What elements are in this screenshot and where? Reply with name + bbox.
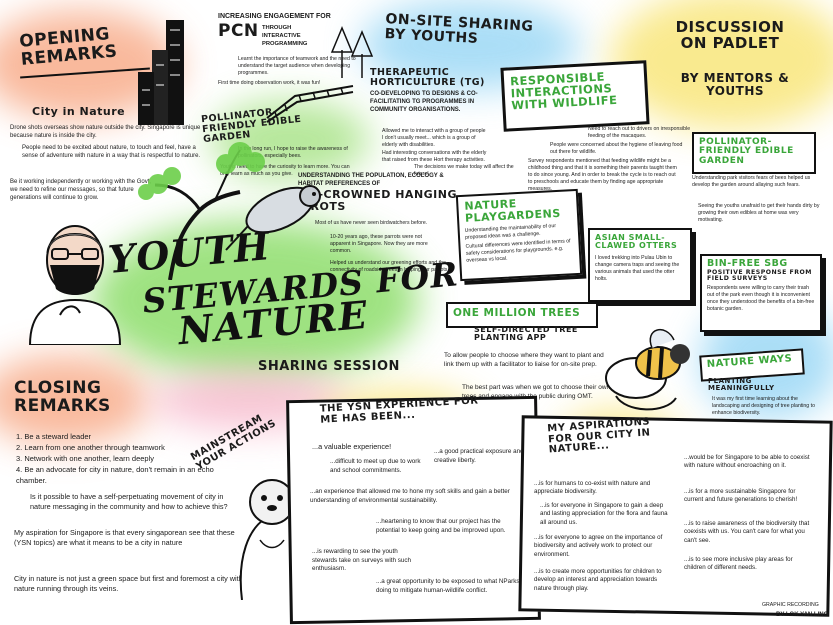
closing-item: 4. Be an advocate for city in nature, do… [16, 464, 214, 485]
responsible-note-3: Survey respondents mentioned that feedin… [528, 158, 677, 193]
parrots-pretitle: Understanding the population, ecology & … [298, 173, 444, 188]
nature-ways-sub: Planting meaningfully [708, 377, 775, 393]
parrots-note-1: Most of us have never seen birdwatchers … [315, 220, 428, 226]
closing-quote-3: City in nature is not just a green space… [14, 574, 243, 593]
otters-title: Asian small-clawed otters [595, 233, 678, 251]
closing-quote-2: My aspiration for Singapore is that ever… [14, 528, 235, 547]
pcn-note-1: Learnt the importance of teamwork and th… [238, 56, 356, 77]
trees-subtitle: Self-directed tree planting app [474, 325, 578, 343]
closing-item: 1. Be a steward leader [16, 432, 92, 441]
aspiration-right-item: ...would be for Singapore to be able to … [684, 454, 810, 470]
city-skyline-illustration [138, 20, 184, 125]
speaker-portrait-illustration [28, 225, 122, 345]
pollinator-right-title: Pollinator-friendly edible garden [699, 137, 794, 166]
responsible-note-2: People were concerned about the hygiene … [550, 142, 683, 156]
parrots-note-3: Helped us understand our greening effort… [330, 260, 449, 274]
pcn-big-label: PCN [218, 21, 259, 41]
green-wash-top [210, 100, 370, 180]
aspiration-left-item: ...is for humans to co-exist with nature… [534, 480, 651, 496]
padlet-subtitle: by mentors & youths [680, 71, 790, 98]
padlet-title: Discussion on Padlet [675, 18, 785, 52]
experience-item: ...is rewarding to see the youth steward… [312, 548, 412, 572]
pollinator-right-note-1: Understanding park visitors fears of bee… [692, 175, 811, 189]
experience-item: ...a good practical exposure and creativ… [434, 448, 524, 464]
aspiration-right-item: ...is to raise awareness of the biodiver… [684, 520, 810, 544]
pcn-note-2: First time doing observation work, it wa… [218, 80, 321, 86]
binfree-title: Bin-free SBG [707, 258, 788, 269]
trees-title: One Million Trees [453, 307, 581, 319]
credit-line-1: Graphic recording [762, 602, 819, 608]
parrots-note-2: 10-20 years ago, these parrots were not … [330, 234, 428, 255]
parrots-title: Blue-crowned hanging parrots [285, 188, 458, 213]
closing-item: 3. Network with one another, learn deepl… [16, 453, 154, 463]
aspiration-left-item: ...is for everyone to agree on the impor… [534, 534, 663, 558]
tree-silhouettes-illustration [330, 26, 374, 78]
responsible-note-1: Need to reach out to drivers on irrespon… [588, 126, 691, 140]
aspiration-right-item: ...is to see more inclusive play areas f… [684, 556, 793, 572]
bridge-walkway-illustration [266, 85, 354, 123]
pollinator-left-note-2: Youths need to have the curiosity to lea… [220, 164, 350, 178]
credit-line-2: by Lok Yan Ling [776, 612, 829, 618]
green-wash-center [90, 220, 420, 380]
nature-ways-title: Nature Ways [706, 353, 793, 371]
closing-remarks-list: 1. Be a steward leader 2. Learn from one… [16, 432, 226, 486]
horticulture-note-2: Had interesting conversations with the e… [382, 150, 487, 164]
experience-item: ...a great opportunity to be exposed to … [376, 578, 526, 594]
bee-on-flower-illustration [605, 329, 690, 411]
closing-quote-1: Is it possible to have a self-perpetuati… [30, 492, 228, 511]
closing-remarks-title: Closing Remarks [14, 378, 111, 416]
opening-note-1: Drone shots overseas show nature outside… [10, 125, 201, 140]
orange-wash-left [0, 355, 150, 445]
city-in-nature-subtitle: City in Nature [32, 105, 126, 118]
pcn-heading: Increasing engagement for [218, 13, 331, 20]
binfree-box: Bin-free SBG Positive response from fiel… [700, 254, 822, 332]
opening-note-3: Be it working independently or working w… [10, 179, 152, 202]
aspiration-left-item: ...is to create more opportunities for c… [534, 568, 662, 592]
experience-item: ...an experience that allowed me to hone… [310, 488, 510, 504]
one-million-trees-box: One Million Trees [446, 302, 598, 328]
opening-note-2: People need to be excited about nature, … [22, 145, 201, 160]
binfree-note: Respondents were willing to carry their … [707, 284, 815, 313]
main-subtitle: Sharing session [258, 359, 400, 374]
experience-item: ...a valuable experience! [312, 442, 392, 451]
aspiration-right-item: ...is for a more sustainable Singapore f… [684, 488, 798, 504]
experience-item: ...heartening to know that our project h… [376, 518, 506, 534]
responsible-wildlife-box: Responsible interactions with wildlife [500, 60, 650, 132]
aspiration-left-item: ...is for everyone in Singapore to gain … [540, 502, 668, 526]
pollinator-right-box: Pollinator-friendly edible garden [692, 132, 816, 174]
horticulture-note-1: Allowed me to interact with a group of p… [382, 128, 486, 149]
horticulture-note-3: The decisions we make today will affect … [414, 164, 514, 178]
closing-item: 2. Learn from one another through teamwo… [16, 442, 165, 452]
pollinator-right-note-2: Seeing the youths unafraid to get their … [698, 203, 820, 224]
horticulture-title: Therapeutic horticulture (TG) [370, 67, 485, 88]
otters-box: Asian small-clawed otters I loved trekki… [588, 228, 692, 302]
otters-note: I loved trekking into Pulau Ubin to chan… [595, 254, 680, 282]
binfree-sub: Positive response from field surveys [707, 268, 812, 283]
pcn-side-label: through interactive programming [262, 25, 308, 47]
pollinator-left-note-1: In the long run, I hope to raise the awa… [238, 146, 348, 160]
experience-item: ...difficult to meet up due to work and … [330, 458, 421, 474]
playgardens-box: Nature Playgardens Understanding the mai… [455, 188, 583, 282]
responsible-wildlife-title: Responsible interactions with wildlife [509, 69, 618, 113]
trees-note-1: To allow people to choose where they wan… [444, 352, 604, 368]
nature-ways-note: It was my first time learning about the … [712, 396, 815, 417]
horticulture-sub: co-developing TG designs & co-facilitati… [370, 91, 478, 114]
parrot-on-tree-illustration [138, 142, 321, 280]
